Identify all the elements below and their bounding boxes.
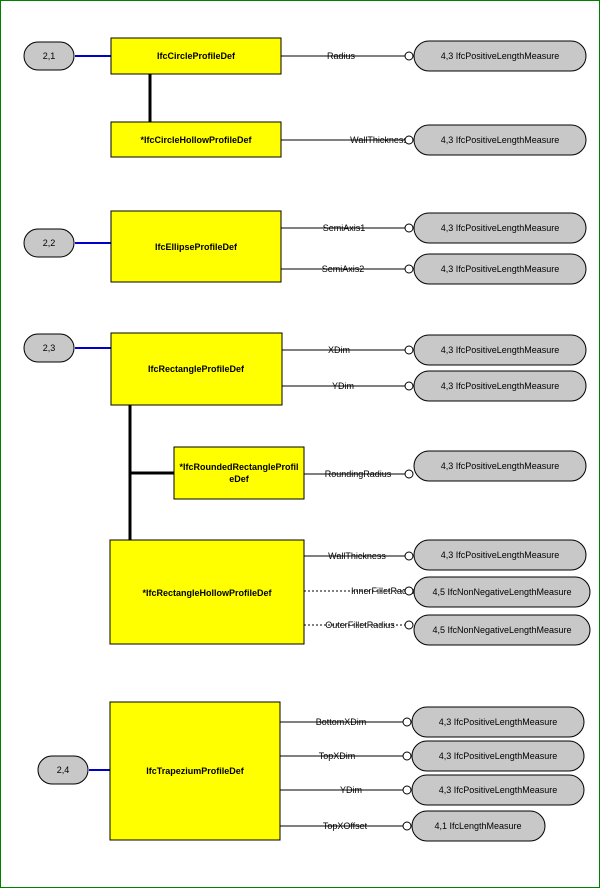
entity-label-line1: *IfcRoundedRectangleProfil xyxy=(179,462,298,472)
type-label: 4,3 IfcPositiveLengthMeasure xyxy=(441,223,560,233)
attribute-label: SemiAxis1 xyxy=(323,223,366,233)
attribute-end-circle xyxy=(404,264,414,274)
page-ref-label: 2,3 xyxy=(43,343,56,353)
entity-label: IfcEllipseProfileDef xyxy=(155,242,238,252)
page-ref-label: 2,2 xyxy=(43,238,56,248)
page-ref-label: 2,4 xyxy=(57,765,70,775)
type-pill[interactable] xyxy=(413,334,587,366)
attribute-label: WallThickness xyxy=(328,551,386,561)
attribute-label: WallThickness xyxy=(350,135,408,145)
entity-label: *IfcRoundedRectangleProfil eDef xyxy=(179,462,298,484)
attribute-label: Radius xyxy=(327,51,356,61)
attribute-end-circle xyxy=(404,469,414,479)
attribute-label: YDim xyxy=(332,381,354,391)
entity-box[interactable] xyxy=(173,446,305,500)
attribute-label: XDim xyxy=(328,345,350,355)
attribute-label: BottomXDim xyxy=(316,717,367,727)
attribute-label: SemiAxis2 xyxy=(322,264,365,274)
attribute-end-circle xyxy=(404,51,414,61)
type-pill[interactable] xyxy=(411,740,585,772)
attribute-label: YDim xyxy=(340,785,362,795)
type-pill[interactable] xyxy=(413,40,587,72)
page-ref-pill[interactable] xyxy=(23,333,75,363)
page-ref-pill[interactable] xyxy=(23,228,75,258)
type-pill[interactable] xyxy=(413,539,587,571)
attribute-end-circle xyxy=(404,345,414,355)
entity-label: IfcTrapeziumProfileDef xyxy=(146,766,245,776)
entity-label: IfcRectangleProfileDef xyxy=(148,364,245,374)
entity-label-line2: eDef xyxy=(229,474,250,484)
entity-label: IfcCircleProfileDef xyxy=(157,51,236,61)
entity-label: *IfcCircleHollowProfileDef xyxy=(140,135,252,145)
entity-box[interactable] xyxy=(110,37,282,75)
entity-box[interactable] xyxy=(110,332,283,406)
type-pill[interactable] xyxy=(411,706,585,738)
type-label: 4,3 IfcPositiveLengthMeasure xyxy=(441,345,560,355)
type-label: 4,3 IfcPositiveLengthMeasure xyxy=(441,381,560,391)
type-pill[interactable] xyxy=(413,450,587,482)
type-pill[interactable] xyxy=(413,614,591,646)
type-pill[interactable] xyxy=(413,370,587,402)
type-pill[interactable] xyxy=(413,576,591,608)
attribute-end-circle xyxy=(402,751,412,761)
page-ref-label: 2,1 xyxy=(43,51,56,61)
type-label: 4,3 IfcPositiveLengthMeasure xyxy=(441,264,560,274)
attribute-end-circle xyxy=(404,223,414,233)
type-pill[interactable] xyxy=(411,774,585,806)
entity-box[interactable] xyxy=(109,701,281,841)
type-label: 4,3 IfcPositiveLengthMeasure xyxy=(441,461,560,471)
entity-box[interactable] xyxy=(109,539,305,645)
entity-box[interactable] xyxy=(110,121,282,158)
attribute-label: TopXOffset xyxy=(323,821,368,831)
attribute-label: TopXDim xyxy=(319,751,356,761)
type-label: 4,5 IfcNonNegativeLengthMeasure xyxy=(432,625,571,635)
type-label: 4,5 IfcNonNegativeLengthMeasure xyxy=(432,587,571,597)
type-label: 4,1 IfcLengthMeasure xyxy=(434,821,521,831)
page-ref-pill[interactable] xyxy=(23,41,75,71)
attribute-end-circle xyxy=(402,785,412,795)
type-label: 4,3 IfcPositiveLengthMeasure xyxy=(439,751,558,761)
entity-label: *IfcRectangleHollowProfileDef xyxy=(142,588,272,598)
attribute-label: InnerFilletRadius xyxy=(351,586,419,596)
attribute-end-circle xyxy=(402,717,412,727)
attribute-label: RoundingRadius xyxy=(325,469,392,479)
type-label: 4,3 IfcPositiveLengthMeasure xyxy=(439,785,558,795)
attribute-end-circle xyxy=(404,135,414,145)
attribute-end-circle xyxy=(404,586,414,596)
attribute-end-circle xyxy=(402,821,412,831)
attribute-end-circle xyxy=(404,620,414,630)
type-pill[interactable] xyxy=(411,810,546,842)
type-pill[interactable] xyxy=(413,253,587,285)
type-label: 4,3 IfcPositiveLengthMeasure xyxy=(439,717,558,727)
type-label: 4,3 IfcPositiveLengthMeasure xyxy=(441,550,560,560)
entity-box[interactable] xyxy=(110,210,282,283)
type-pill[interactable] xyxy=(413,212,587,244)
attribute-end-circle xyxy=(404,551,414,561)
page-ref-pill[interactable] xyxy=(37,755,89,785)
type-pill[interactable] xyxy=(413,124,587,156)
attribute-label: OuterFilletRadius xyxy=(325,620,395,630)
type-label: 4,3 IfcPositiveLengthMeasure xyxy=(441,135,560,145)
type-label: 4,3 IfcPositiveLengthMeasure xyxy=(441,51,560,61)
attribute-end-circle xyxy=(404,381,414,391)
